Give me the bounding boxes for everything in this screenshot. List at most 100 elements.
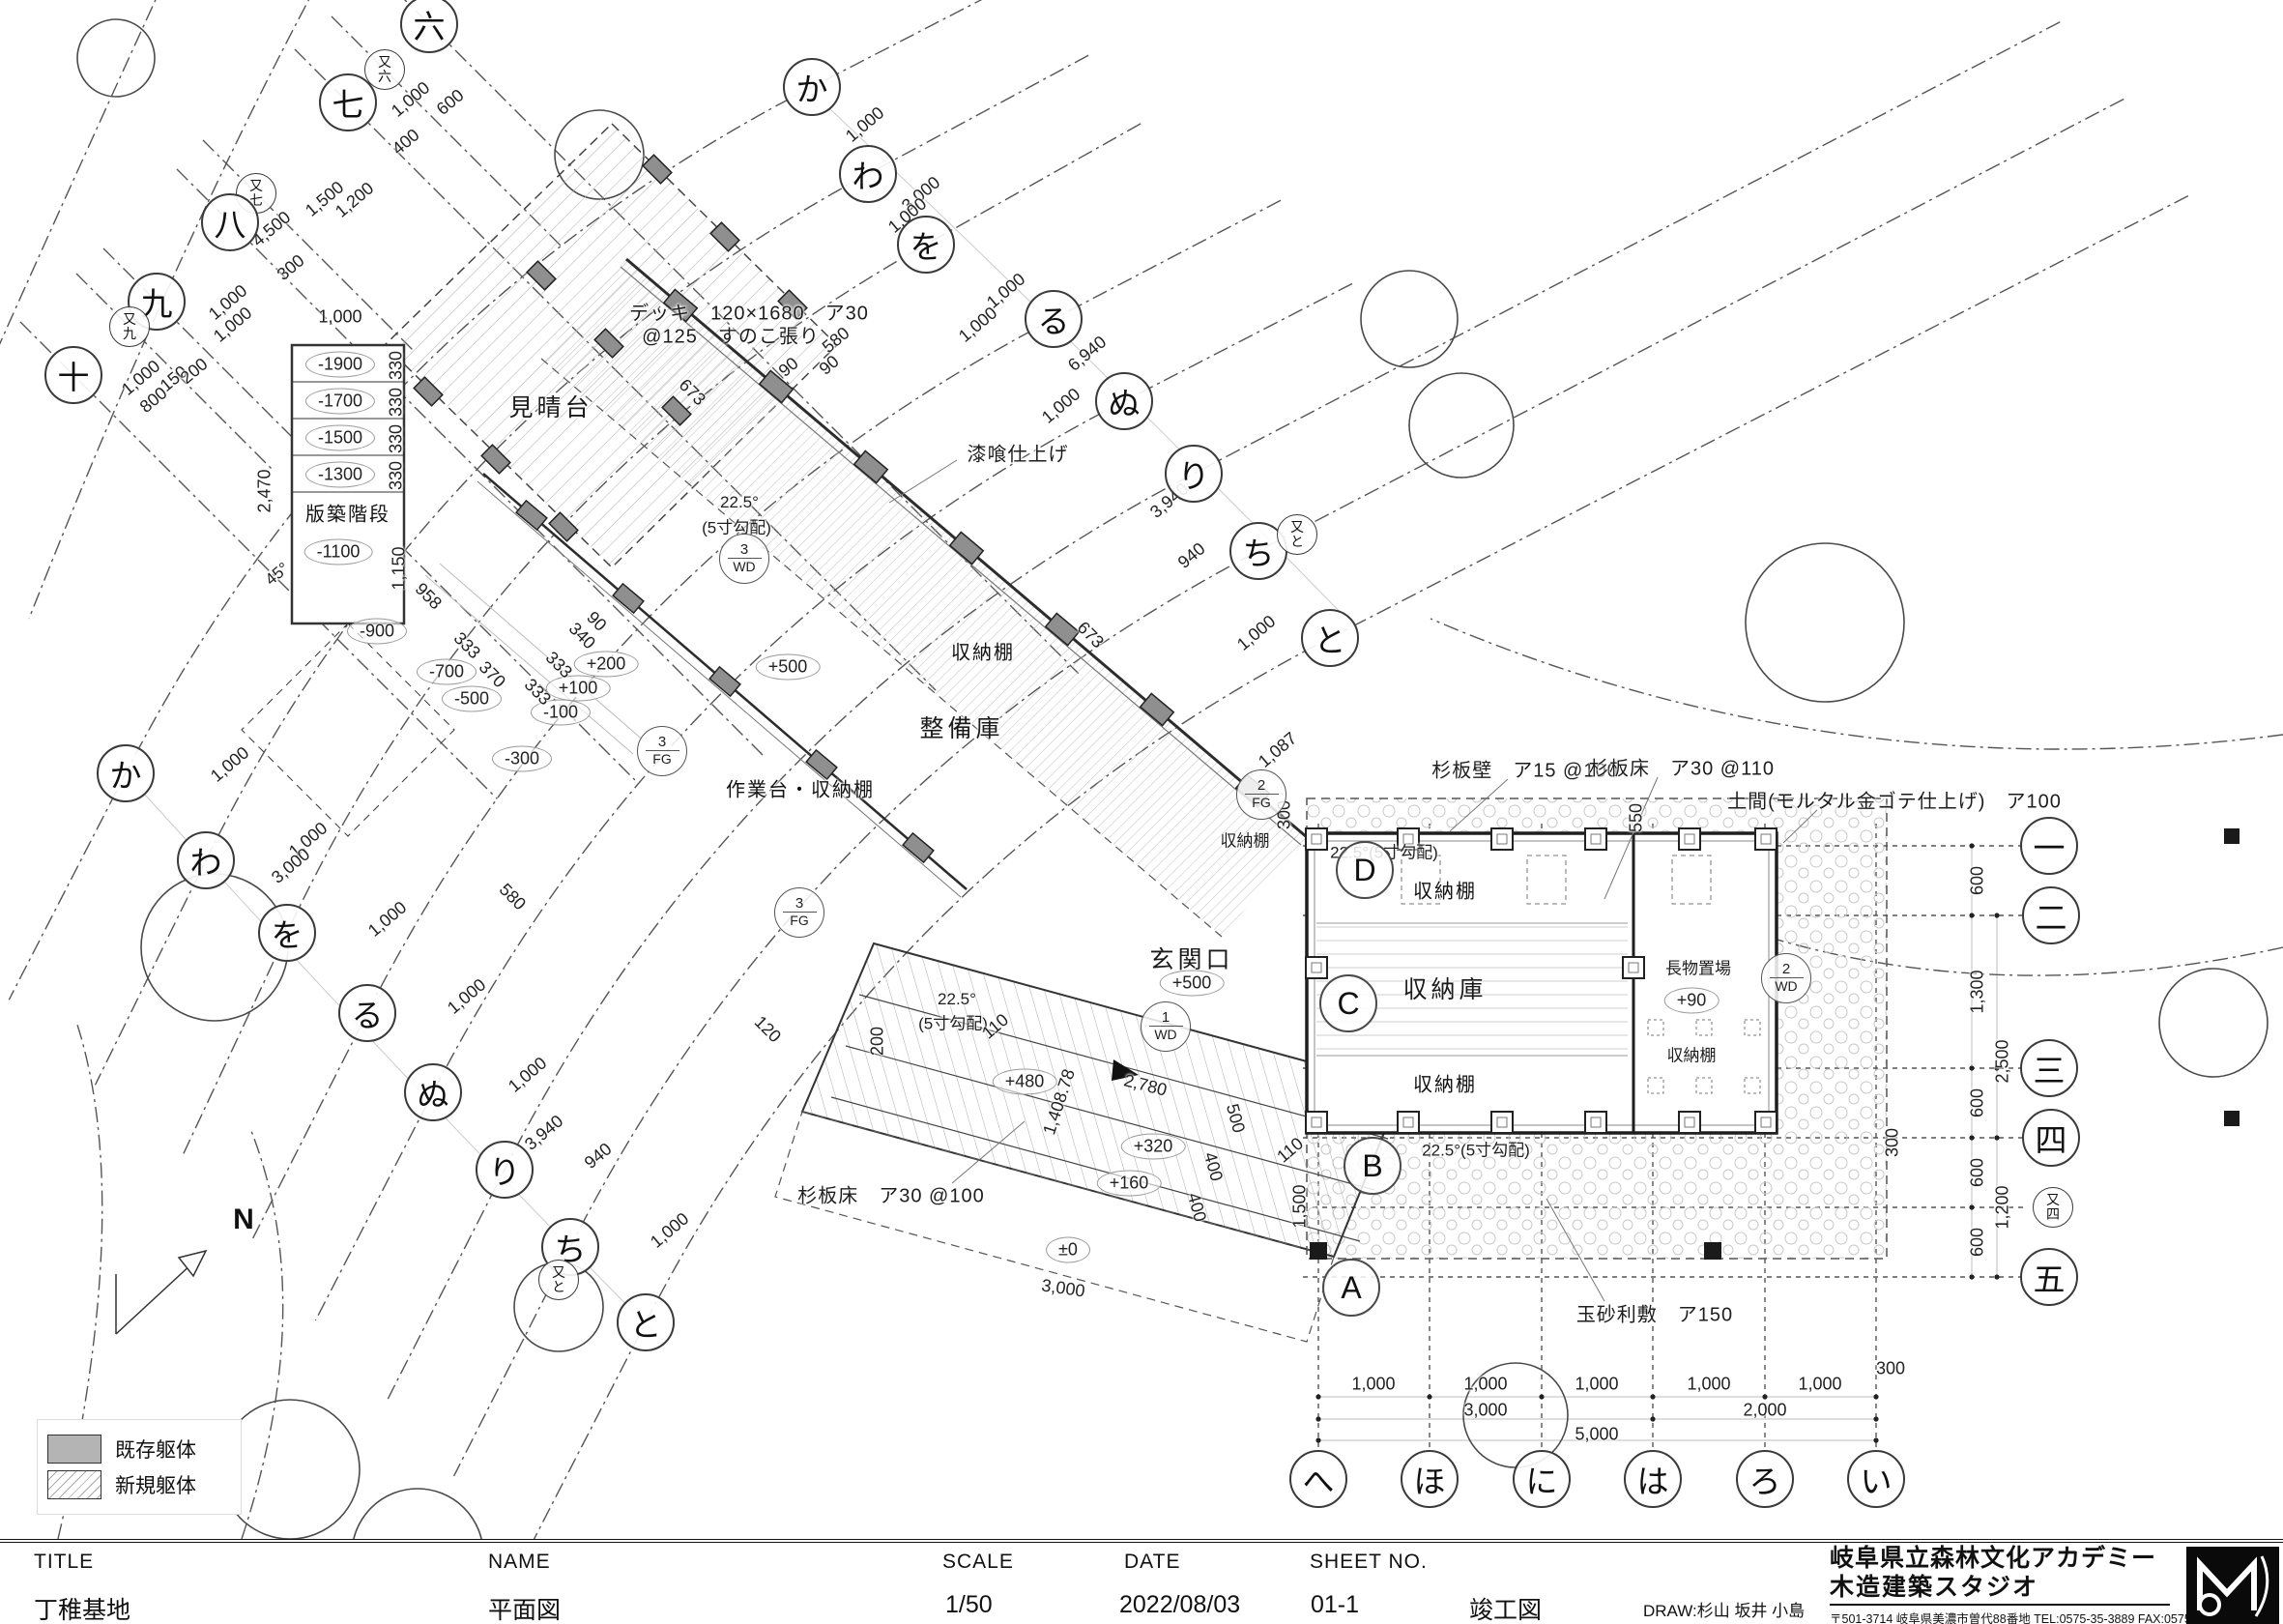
room-label: 版築階段 [305,504,390,526]
elevation-label: +500 [755,653,821,681]
grid-bubble-char: 四 [2046,1206,2060,1222]
elevation-label: -1900 [304,351,376,378]
dim-label: 600 [1967,1157,1987,1188]
grid-bubble-char: 又 [249,178,263,193]
titleblock-header-scale: SCALE [942,1551,1014,1573]
material-note: 杉板床 ア30 @110 [1589,758,1775,780]
detail-marker-text: 3 [782,896,817,913]
grid-bubble-char: 九 [123,326,136,341]
annotation: (5寸勾配) [918,1014,988,1033]
elevation-label: -1500 [304,424,376,451]
grid-bubble: い [1847,1450,1905,1508]
company-block: 岐阜県立森林文化アカデミー 木造建築スタジオ 〒501-3714 岐阜県美濃市曽… [1830,1545,2240,1624]
detail-marker-text: 1 [1148,1010,1183,1027]
dim-tick [1969,913,1975,918]
drawing-name: 平面図 [488,1597,562,1624]
grid-line [19,321,498,799]
grid-bubble: か [97,744,155,802]
sheet-number: 01-1 [1311,1591,1360,1618]
dim-label: 330 [386,423,406,454]
grid-bubble: と [1301,609,1359,667]
grid-line [75,273,274,471]
leader-lines [888,459,1818,1302]
dim-label: 1,000 [1687,1374,1731,1394]
dim-tick [1427,1394,1432,1400]
grid-bubble: 四 [2022,1109,2080,1167]
dim-label: 330 [386,350,406,381]
drawing-scale: 1/50 [945,1591,993,1618]
dim-label: 1,000 [1798,1374,1842,1394]
corner-posts [1310,828,2240,1260]
grid-bubble: 一 [2020,817,2078,875]
elevation-label: -500 [441,685,503,712]
grid-bubble-char: 又 [123,311,136,327]
annotation: 収納棚 [1220,831,1270,851]
dim-tick [1994,1274,2000,1280]
drawn-by: DRAW:杉山 坂井 小島 [1643,1602,1806,1620]
north-label: N [233,1204,254,1235]
titleblock-header-name: NAME [488,1551,551,1573]
room-label: 収納棚 [1413,881,1477,903]
dim-label: 1,000 [318,306,362,327]
material-note: 漆喰仕上げ [967,444,1069,466]
dim-tick [1969,1204,1975,1210]
grid-bubble: 又四 [2033,1187,2073,1228]
grid-bubble-char: 又 [2046,1192,2060,1207]
grid-bubble: ち [541,1218,599,1276]
legend-item-existing: 既存躯体 [47,1435,231,1464]
grid-bubble: に [1513,1450,1571,1508]
elevation-label: -900 [346,618,408,645]
grid-bubble: 又六 [364,49,405,90]
dim-label: 550 [1626,802,1646,833]
elevation-label: +320 [1120,1133,1186,1160]
dim-label: 600 [1967,1227,1987,1258]
detail-marker-text: FG [790,913,809,928]
grid-bubble-char: 又 [378,54,391,70]
grid-bubble: る [1025,290,1083,348]
drawing-stage: 竣工図 [1469,1597,1543,1624]
annotation: 長物置場 [1665,959,1731,978]
dim-label: 2,500 [1992,1039,2012,1084]
existing-structure-swatch [47,1435,101,1464]
grid-bubble: は [1624,1450,1682,1508]
dim-tick [1969,843,1975,849]
dim-label: 300 [1882,1127,1902,1158]
dim-label: 1,500 [1289,1184,1310,1229]
legend-label: 既存躯体 [115,1439,196,1462]
drawing-title: 丁稚基地 [34,1597,131,1624]
grid-bubble: わ [177,831,235,889]
detail-marker-text: FG [1252,795,1271,810]
grid-bubble: ぬ [1095,372,1153,430]
grid-line [533,195,2189,1539]
grid-line [94,54,1089,1086]
material-note: 玉砂利敷 ア150 [1575,1304,1734,1326]
grid-bubble: 又と [1277,514,1317,555]
grid-bubble: 三 [2020,1039,2078,1097]
detail-marker-text: 2 [1769,962,1804,978]
section-marker: D [1336,841,1394,899]
section-marker: C [1319,974,1377,1032]
dim-label: 5,000 [1575,1424,1619,1444]
room-label: 収納庫 [1402,976,1488,1003]
drawing-date: 2022/08/03 [1119,1591,1241,1618]
grid-bubble: へ [1289,1450,1347,1508]
elevation-label: -700 [416,658,477,685]
dim-tick [1315,1394,1321,1400]
material-note: 杉板壁 ア15 @100 [1431,760,1619,782]
dim-label: 300 [1875,1358,1906,1378]
grid-line [202,139,415,352]
grid-bubble-char: と [552,1279,565,1294]
titleblock-header-title: TITLE [34,1551,95,1573]
dim-tick [1994,1135,2000,1141]
detail-marker-text: WD [1154,1027,1177,1042]
dim-tick [1873,1394,1879,1400]
grid-bubble: ろ [1736,1450,1794,1508]
grid-line [314,282,1353,1321]
dim-tick [1969,1065,1975,1071]
grid-bubble: ほ [1401,1450,1459,1508]
grid-bubble: 二 [2022,886,2080,944]
